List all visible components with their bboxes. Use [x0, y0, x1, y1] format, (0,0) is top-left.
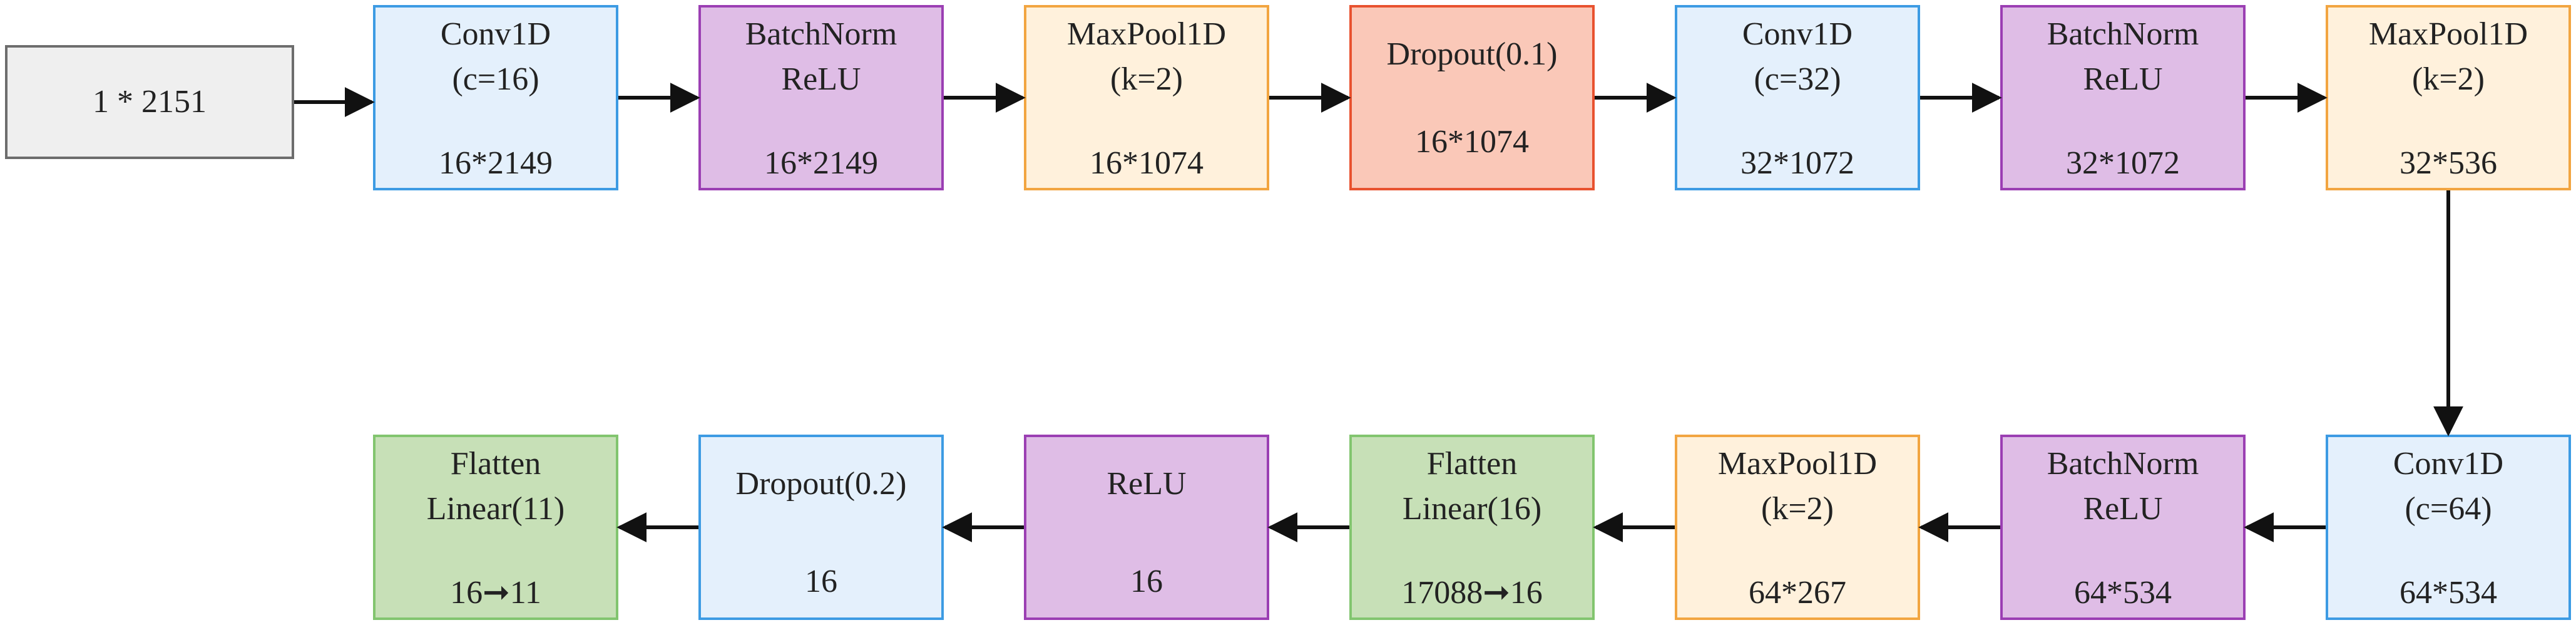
dropout1-label: Dropout(0.1): [1386, 36, 1558, 72]
pool1-output-shape: 16*1074: [1090, 145, 1204, 181]
pool3-label: MaxPool1D: [1717, 446, 1878, 482]
input-node: 1 * 2151: [5, 45, 294, 159]
bn2-activation: ReLU: [2083, 61, 2163, 97]
maxpool1d-3-node: MaxPool1D (k=2) 64*267: [1675, 435, 1920, 620]
maxpool1d-1-node: MaxPool1D (k=2) 16*1074: [1024, 5, 1269, 190]
relu-output-shape: 16: [1130, 564, 1163, 599]
conv1d-64-node: Conv1D (c=64) 64*534: [2326, 435, 2571, 620]
fc2-label: Flatten: [450, 446, 541, 482]
pool2-label: MaxPool1D: [2368, 16, 2528, 52]
bn3-activation: ReLU: [2083, 491, 2163, 527]
bn3-output-shape: 64*534: [2074, 575, 2172, 611]
pool1-label: MaxPool1D: [1066, 16, 1227, 52]
dropout-0-1-node: Dropout(0.1) 16*1074: [1349, 5, 1595, 190]
conv2-output-shape: 32*1072: [1740, 145, 1854, 181]
conv3-label: Conv1D: [2393, 446, 2504, 482]
fc2-output-shape: 16➞11: [450, 575, 541, 611]
conv1d-16-node: Conv1D (c=16) 16*2149: [373, 5, 618, 190]
bn1-output-shape: 16*2149: [764, 145, 878, 181]
conv2-param: (c=32): [1754, 61, 1841, 97]
maxpool1d-2-node: MaxPool1D (k=2) 32*536: [2326, 5, 2571, 190]
bn1-activation: ReLU: [781, 61, 861, 97]
flatten-linear-16-node: Flatten Linear(16) 17088➞16: [1349, 435, 1595, 620]
conv1d-32-node: Conv1D (c=32) 32*1072: [1675, 5, 1920, 190]
fc1-layer: Linear(16): [1402, 491, 1542, 527]
batchnorm-relu-2-node: BatchNorm ReLU 32*1072: [2000, 5, 2246, 190]
dropout1-output-shape: 16*1074: [1415, 124, 1529, 160]
pool3-output-shape: 64*267: [1749, 575, 1846, 611]
pool2-output-shape: 32*536: [2400, 145, 2497, 181]
conv1-output-shape: 16*2149: [439, 145, 553, 181]
pool3-param: (k=2): [1761, 491, 1834, 527]
bn3-label: BatchNorm: [2047, 446, 2199, 482]
conv2-label: Conv1D: [1742, 16, 1853, 52]
batchnorm-relu-3-node: BatchNorm ReLU 64*534: [2000, 435, 2246, 620]
dropout-0-2-node: Dropout(0.2) 16: [698, 435, 944, 620]
input-shape-label: 1 * 2151: [93, 84, 207, 120]
pool2-param: (k=2): [2412, 61, 2485, 97]
fc1-label: Flatten: [1426, 446, 1518, 482]
fc1-output-shape: 17088➞16: [1401, 575, 1543, 611]
bn2-label: BatchNorm: [2047, 16, 2199, 52]
dropout2-output-shape: 16: [805, 564, 837, 599]
bn2-output-shape: 32*1072: [2066, 145, 2180, 181]
conv3-param: (c=64): [2405, 491, 2492, 527]
conv1-param: (c=16): [452, 61, 539, 97]
pool1-param: (k=2): [1110, 61, 1183, 97]
fc2-layer: Linear(11): [426, 491, 565, 527]
bn1-label: BatchNorm: [745, 16, 897, 52]
relu-node: ReLU 16: [1024, 435, 1269, 620]
flatten-linear-11-node: Flatten Linear(11) 16➞11: [373, 435, 618, 620]
conv1-label: Conv1D: [440, 16, 551, 52]
dropout2-label: Dropout(0.2): [735, 466, 907, 502]
relu-label: ReLU: [1107, 466, 1187, 502]
batchnorm-relu-1-node: BatchNorm ReLU 16*2149: [698, 5, 944, 190]
conv3-output-shape: 64*534: [2400, 575, 2497, 611]
